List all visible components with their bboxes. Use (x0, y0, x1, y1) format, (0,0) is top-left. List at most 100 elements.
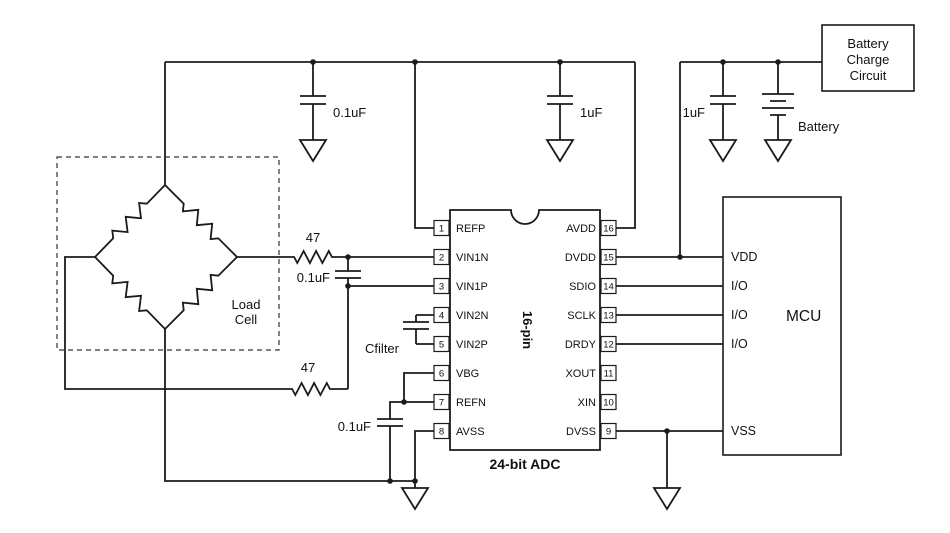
wire-avss (414, 430, 434, 481)
pin-left-2: 2 VIN1N (433, 248, 488, 266)
pin-name: SCLK (567, 310, 596, 322)
cap-right-plates (710, 95, 736, 105)
pin-left-6: 6 VBG (433, 364, 479, 382)
cap-diff-plates (335, 270, 361, 279)
resistor-47-top (292, 249, 334, 265)
bridge-resistor-top-left (94, 184, 166, 258)
pin-number: 11 (604, 369, 614, 380)
pin-number-box (433, 335, 450, 353)
pin-name: REFN (456, 397, 486, 409)
pin-number: 7 (439, 398, 444, 409)
pin-number: 13 (603, 311, 614, 322)
wire-refn (389, 401, 434, 419)
pin-number-box (433, 422, 450, 440)
junction-dot (557, 59, 563, 65)
pin-number-box (600, 219, 617, 237)
pin-number: 10 (603, 398, 614, 409)
pin-name: VIN1P (456, 281, 488, 293)
pin-left-7: 7 REFN (433, 393, 486, 411)
cap-topmid-plates (547, 95, 573, 105)
load-cell-label-line1: Load (232, 297, 261, 312)
resistor-47-top-label: 47 (306, 230, 320, 245)
mcu-label: MCU (786, 308, 821, 325)
battery-charge-circuit-box (821, 24, 915, 92)
cfilter-label: Cfilter (365, 341, 400, 356)
pin-number-box (433, 219, 450, 237)
mcu-pin-io2: I/O (731, 308, 748, 322)
junction-dot (345, 283, 351, 289)
wire-bridge-out-neg (64, 256, 290, 390)
pin-name: AVSS (456, 426, 485, 438)
resistor-47-bottom-label: 47 (301, 360, 315, 375)
ground-symbol (400, 487, 430, 511)
junction-dot (310, 59, 316, 65)
pin-name: REFP (456, 223, 485, 235)
junction-dot (720, 59, 726, 65)
mcu-pin-vdd: VDD (731, 250, 757, 264)
cap-topleft-label: 0.1uF (333, 105, 366, 120)
battery-label: Battery (798, 119, 840, 134)
bridge-resistor-top-right (164, 184, 238, 258)
pin-right-16: 16 AVDD (566, 219, 617, 237)
junction-dot (401, 399, 407, 405)
pin-name: SDIO (569, 281, 596, 293)
battery-icon (762, 93, 794, 116)
battery-box-line1: Battery (847, 36, 889, 51)
wire-avdd-riser (616, 62, 636, 229)
cfilter-plates (403, 321, 429, 330)
pin-number: 14 (603, 282, 614, 293)
ground-symbol (545, 139, 575, 163)
cap-topleft-plates (300, 95, 326, 105)
pin-left-1: 1 REFP (433, 219, 485, 237)
ground-symbol (298, 139, 328, 163)
ground-symbol (763, 139, 793, 163)
pin-number-box (433, 306, 450, 324)
pin-number: 9 (606, 427, 611, 438)
pin-number: 2 (439, 253, 444, 264)
mcu-pin-vss: VSS (731, 424, 756, 438)
battery-box-line3: Circuit (850, 68, 887, 83)
cap-refn-plates (377, 418, 403, 427)
cap-topmid-label: 1uF (580, 105, 602, 120)
pin-number-box (600, 393, 617, 411)
junction-dot (387, 478, 393, 484)
pin-number-box (433, 364, 450, 382)
cap-refn-label: 0.1uF (338, 419, 371, 434)
pin-number-box (433, 393, 450, 411)
chip-package-label: 16-pin (520, 311, 535, 349)
pin-name: DRDY (565, 339, 597, 351)
pin-number: 3 (439, 282, 444, 293)
wire-refp-riser (414, 62, 434, 229)
pin-name: VIN1N (456, 252, 488, 264)
pin-name: VIN2P (456, 339, 488, 351)
pin-number-box (433, 248, 450, 266)
pin-right-15: 15 DVDD (565, 248, 617, 266)
mcu-pin-io1: I/O (731, 279, 748, 293)
resistor-47-bottom (290, 381, 332, 397)
pin-left-4: 4 VIN2N (433, 306, 488, 324)
pin-name: DVSS (566, 426, 596, 438)
pin-right-10: 10 XIN (578, 393, 617, 411)
junction-dot (345, 254, 351, 260)
adc-chip-body (449, 209, 601, 451)
pin-number: 4 (439, 311, 444, 322)
pin-number: 16 (603, 224, 614, 235)
pin-number: 8 (439, 427, 444, 438)
pin-number-box (433, 277, 450, 295)
load-cell-dashed-box (56, 156, 280, 351)
pin-number: 5 (439, 340, 444, 351)
pin-number: 15 (603, 253, 614, 264)
pin-right-9: 9 DVSS (566, 422, 617, 440)
mcu-box (722, 196, 842, 456)
pin-left-5: 5 VIN2P (433, 335, 488, 353)
wire-bridge-bottom-to-ground-rail (164, 329, 415, 482)
bridge-resistor-bottom-left (94, 256, 166, 330)
bridge-resistor-bottom-right (164, 256, 238, 330)
pin-left-3: 3 VIN1P (433, 277, 488, 295)
junction-dot (664, 428, 670, 434)
pin-right-14: 14 SDIO (569, 277, 617, 295)
pin-name: DVDD (565, 252, 596, 264)
cap-right-label: 1uF (683, 105, 705, 120)
ground-symbol (652, 487, 682, 511)
